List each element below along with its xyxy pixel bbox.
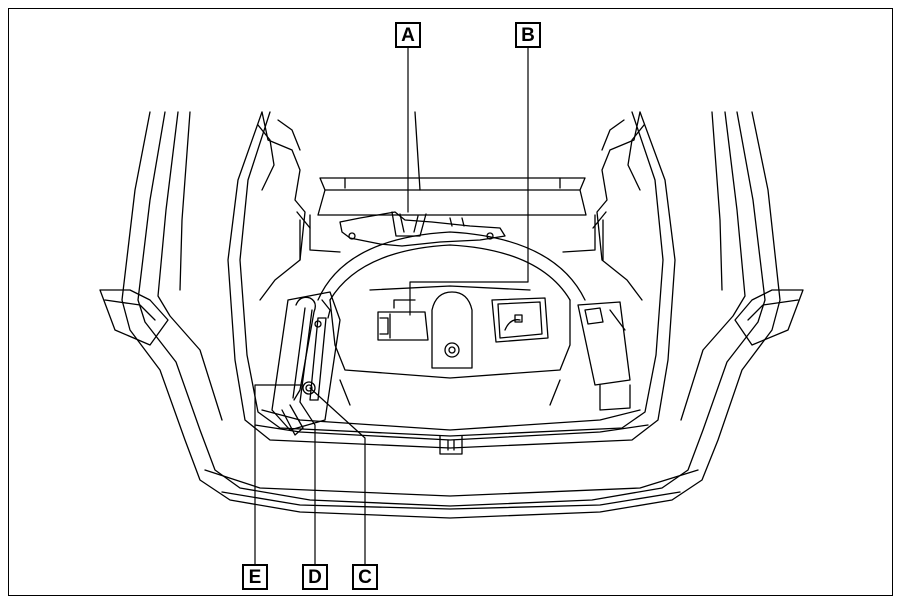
jack: [339, 211, 506, 247]
callout-label-a: A: [395, 22, 421, 48]
callout-label-d: D: [302, 564, 328, 590]
callout-label-c: C: [352, 564, 378, 590]
figure-frame: [8, 8, 893, 596]
leader-lines: [254, 46, 529, 565]
leader-d: [299, 401, 316, 565]
callout-label-b: B: [515, 22, 541, 48]
trunk-floor: [254, 301, 649, 455]
leader-c: [309, 387, 366, 565]
callout-label-e: E: [242, 564, 268, 590]
spare-tire-well: [317, 231, 586, 379]
trunk-opening: [227, 111, 676, 449]
tool-kit: [271, 291, 341, 436]
leader-b: [409, 46, 529, 316]
car-body: [99, 111, 804, 519]
leader-e: [254, 384, 301, 565]
